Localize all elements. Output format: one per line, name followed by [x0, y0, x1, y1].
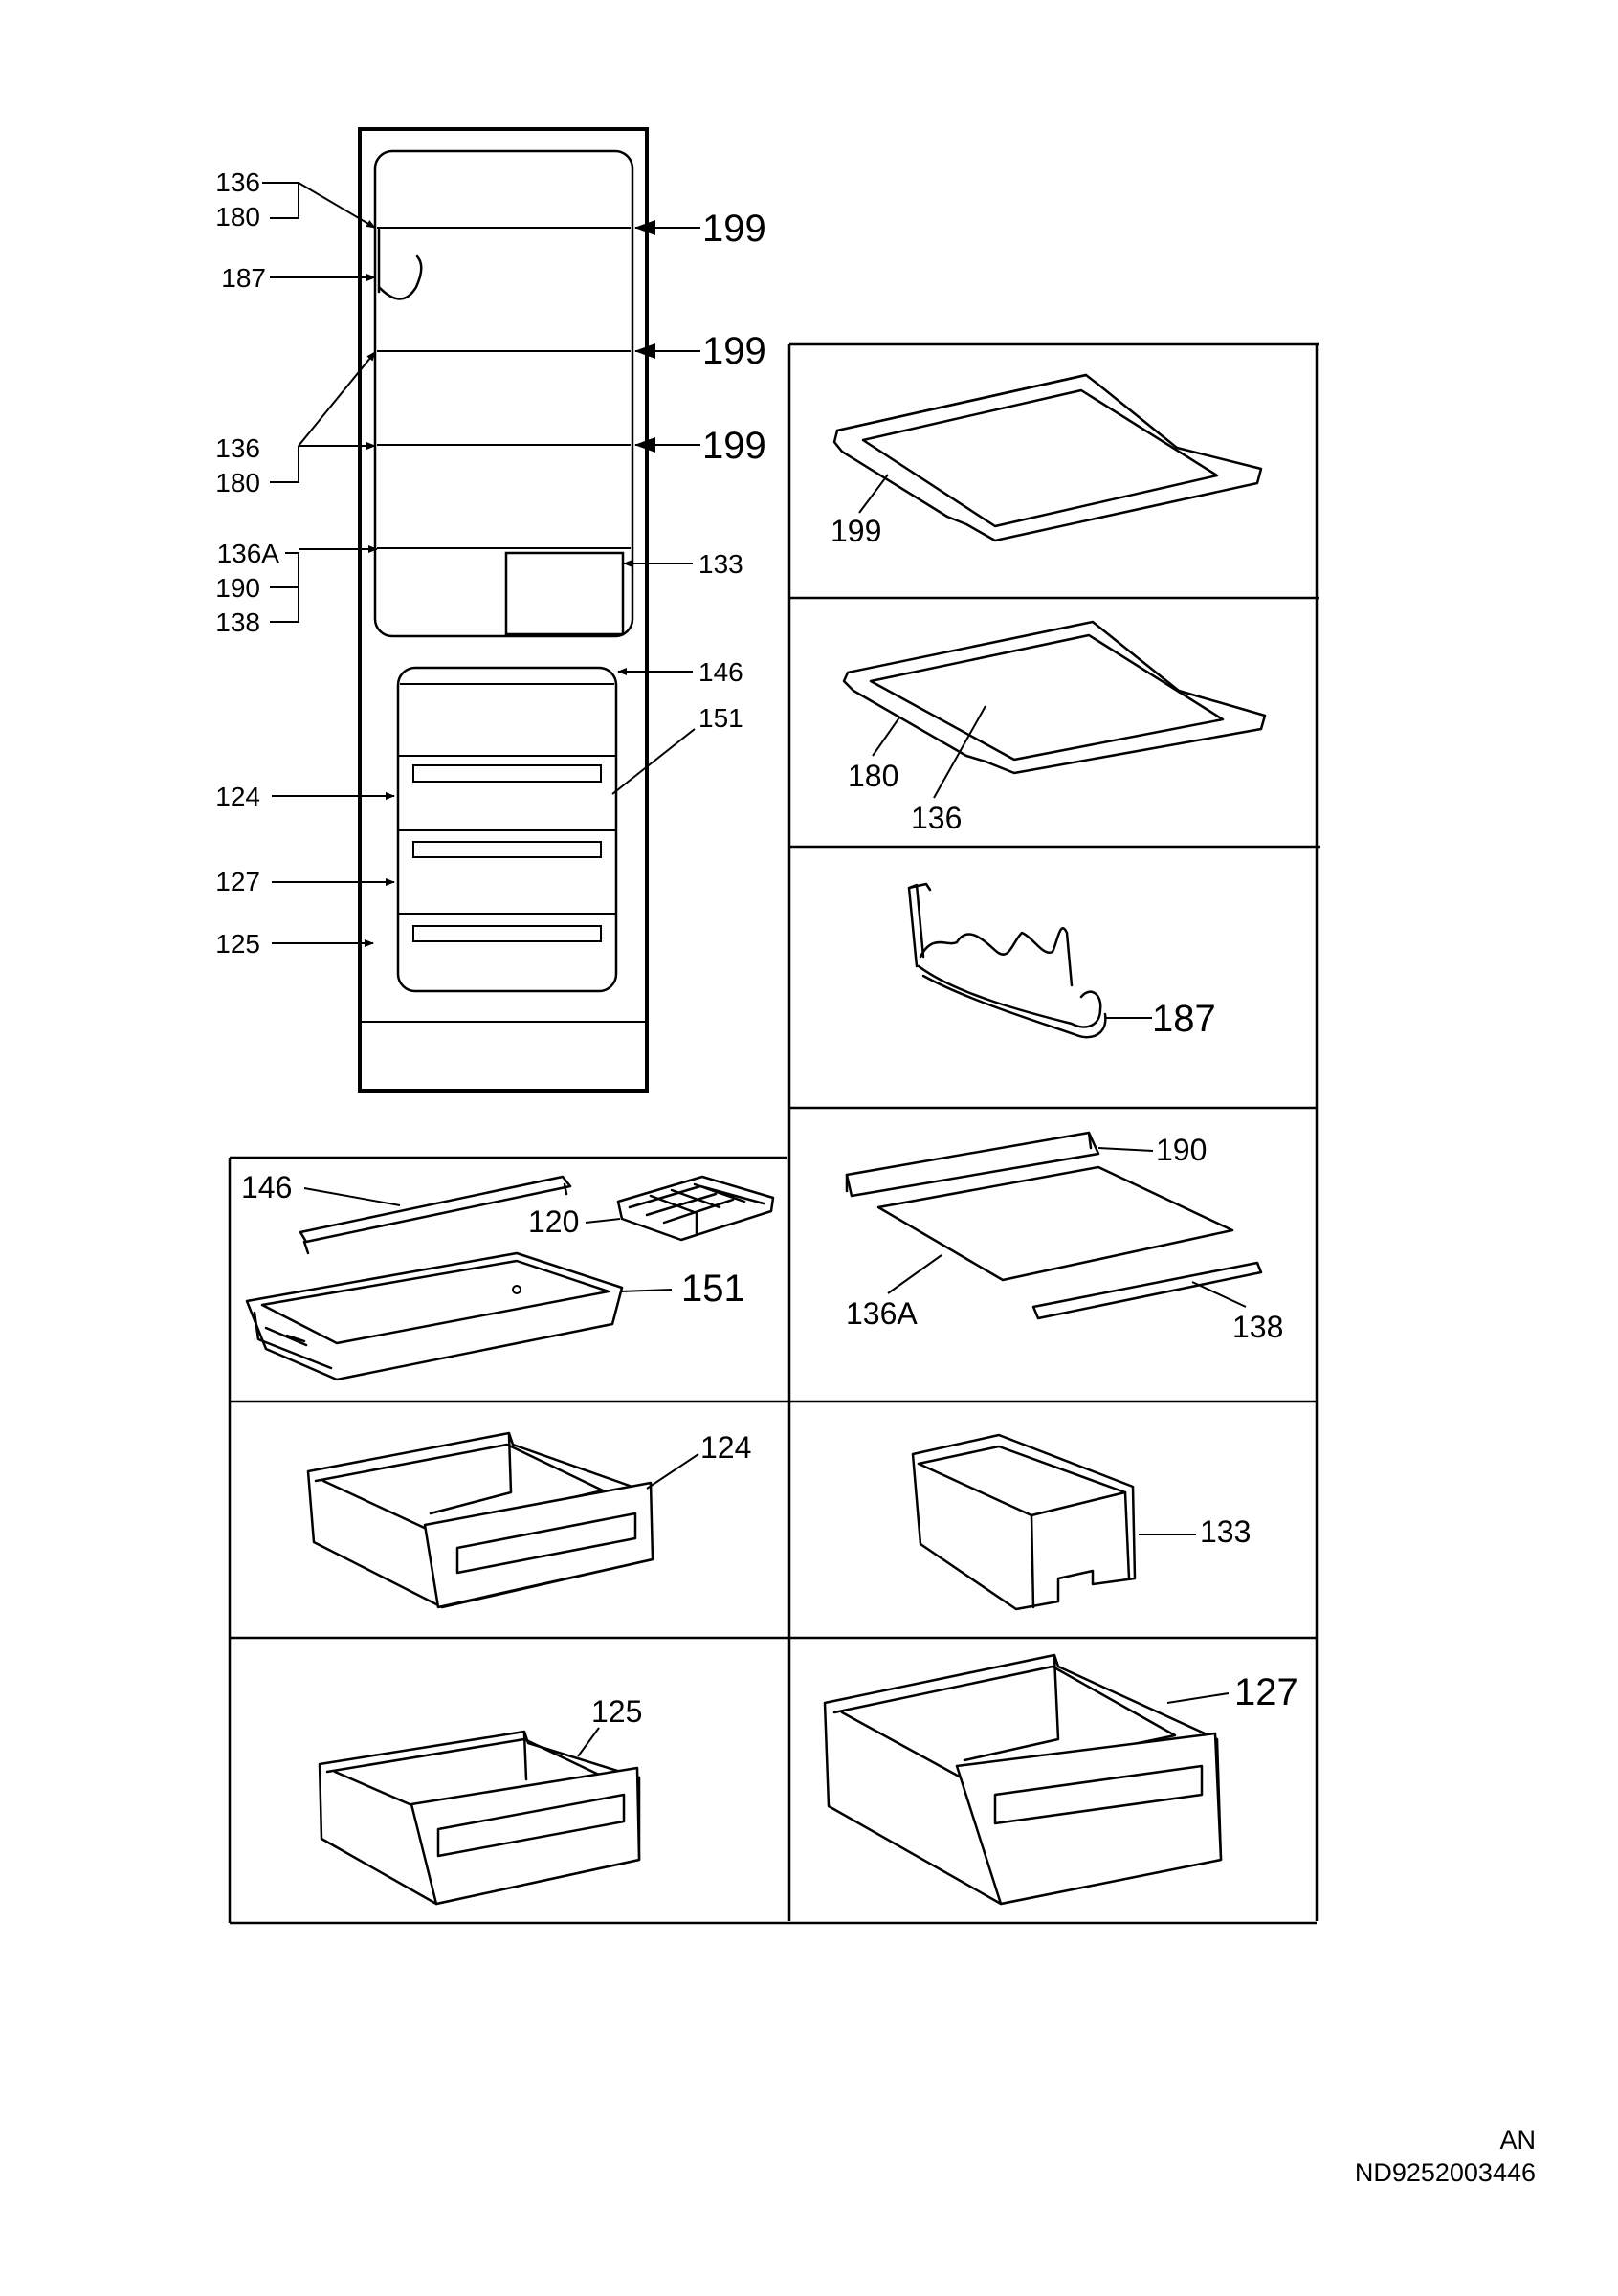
label-180-top: 180 [215, 202, 260, 232]
label-199-b: 199 [702, 330, 766, 372]
leader-151-panel [619, 1289, 673, 1292]
footer-code: AN [1499, 2126, 1536, 2154]
rack-wire-base [921, 974, 1107, 1039]
panel-shelf-199: 199 [831, 373, 1263, 548]
leader-138-panel [1191, 1281, 1247, 1308]
drawer-124-rim [314, 1443, 605, 1533]
label-133: 133 [698, 549, 743, 579]
panel-shelf-136A: 190 136A 138 [845, 1131, 1283, 1344]
label-136-panel: 136 [911, 801, 962, 835]
label-125: 125 [215, 929, 260, 959]
label-127: 127 [215, 867, 260, 896]
label-138: 138 [215, 607, 260, 637]
glass-136A [876, 1165, 1234, 1282]
label-146-panel: 146 [241, 1170, 292, 1204]
label-187-panel: 187 [1152, 998, 1216, 1040]
label-136-mid: 136 [215, 433, 260, 463]
leader-127-panel [1166, 1692, 1230, 1704]
panel-box-133: 133 [911, 1433, 1251, 1611]
shelf-199-frame [832, 373, 1263, 542]
label-187: 187 [221, 263, 266, 293]
leader-125-panel [577, 1727, 600, 1757]
cabinet-outline [358, 127, 649, 1093]
label-127-panel: 127 [1234, 1671, 1298, 1713]
ice-tray-cells [628, 1182, 765, 1236]
panel-drawer-124: 124 [306, 1430, 751, 1609]
box-133-body [911, 1433, 1137, 1611]
label-146: 146 [698, 657, 743, 687]
panel-drawer-125: 125 [318, 1694, 642, 1906]
overview-bottle-rack [377, 228, 423, 300]
shelf-180-frame [842, 620, 1267, 775]
footer-doc-number: ND9252003446 [1354, 2158, 1536, 2187]
leader-136A-panel [887, 1254, 942, 1294]
drawer-127-front [955, 1732, 1223, 1906]
label-125-panel: 125 [591, 1694, 642, 1729]
label-124: 124 [215, 782, 260, 811]
label-136-top: 136 [215, 167, 260, 197]
drawer-handle-2 [412, 841, 602, 858]
rack-hook [907, 882, 932, 968]
drawer-124-front [423, 1481, 654, 1609]
strip-146 [299, 1175, 572, 1244]
ice-tray-120 [616, 1175, 775, 1242]
bracket-136-180-top [262, 182, 299, 219]
drawer-handle-3 [412, 925, 602, 942]
rack-wire-top [919, 927, 1074, 987]
fridge-compartment [373, 149, 634, 638]
drawer-127-handle [993, 1764, 1204, 1825]
leader-136-180-top [298, 182, 376, 229]
rack-wire-bottom [917, 964, 1102, 1028]
label-199-c: 199 [702, 425, 766, 467]
panel-freezer-tray: 146 120 151 [241, 1170, 775, 1381]
label-199-panel: 199 [831, 514, 881, 548]
label-180-mid: 180 [215, 468, 260, 497]
drawer-handle-1 [412, 764, 602, 783]
label-136A: 136A [217, 539, 280, 568]
trim-190 [845, 1131, 1100, 1198]
overview-box-133 [504, 551, 625, 636]
label-151-panel: 151 [681, 1268, 745, 1310]
leader-146-panel [303, 1187, 401, 1206]
leader-136-180-mid-up [298, 351, 376, 447]
right-parts-grid [787, 342, 1320, 1921]
leader-124-panel [646, 1453, 699, 1490]
label-180-panel: 180 [848, 759, 898, 793]
label-199-a: 199 [702, 208, 766, 250]
drawer-125-handle [436, 1793, 626, 1858]
label-190: 190 [215, 573, 260, 603]
leader-199-panel [858, 474, 889, 514]
label-124-panel: 124 [700, 1430, 751, 1465]
label-190-panel: 190 [1156, 1133, 1207, 1167]
label-133-panel: 133 [1200, 1514, 1251, 1549]
shelf-199-glass [861, 388, 1219, 528]
fridge-overview: 136 180 187 136 180 136A 190 138 124 127… [215, 127, 766, 1093]
leader-151 [611, 728, 696, 795]
label-138-panel: 138 [1232, 1310, 1283, 1344]
tray-151-rim [260, 1259, 610, 1345]
label-136A-panel: 136A [846, 1296, 918, 1331]
label-120-panel: 120 [528, 1204, 579, 1239]
rail-138 [1031, 1261, 1263, 1320]
panel-shelf-136: 180 136 [842, 620, 1267, 835]
shelf-136-glass [869, 633, 1225, 762]
bracket-136A-190-138 [270, 552, 299, 623]
leader-120-panel [585, 1218, 621, 1224]
drawer-124-handle [455, 1512, 637, 1575]
drawer-127-rim [832, 1665, 1177, 1781]
panel-drawer-127: 127 [823, 1653, 1298, 1906]
leader-136-panel [933, 705, 986, 799]
left-parts-grid [228, 1156, 1317, 1925]
label-151: 151 [698, 703, 743, 733]
panel-bottle-rack-187: 187 [907, 882, 1216, 1040]
leader-190-panel [1097, 1147, 1154, 1152]
tray-151 [245, 1251, 624, 1381]
leader-180-panel [872, 717, 900, 757]
